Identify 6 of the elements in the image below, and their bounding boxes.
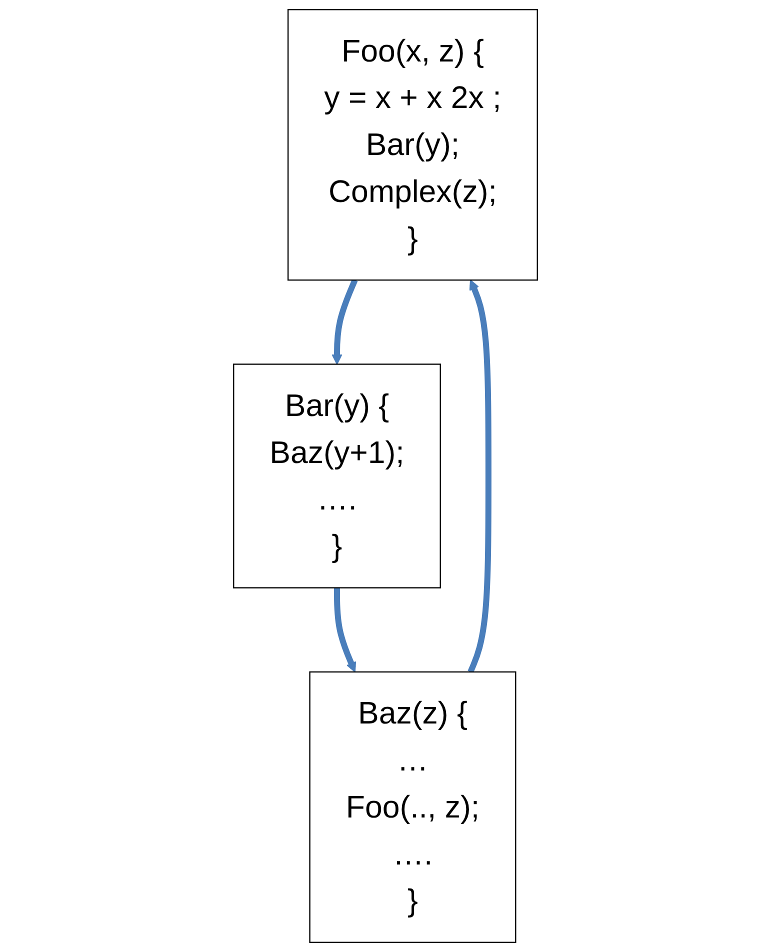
arrow <box>334 588 356 672</box>
arrow <box>332 278 358 365</box>
node-box <box>287 9 538 281</box>
node-box <box>233 364 441 588</box>
node-box <box>309 671 516 943</box>
arrow <box>468 280 492 674</box>
